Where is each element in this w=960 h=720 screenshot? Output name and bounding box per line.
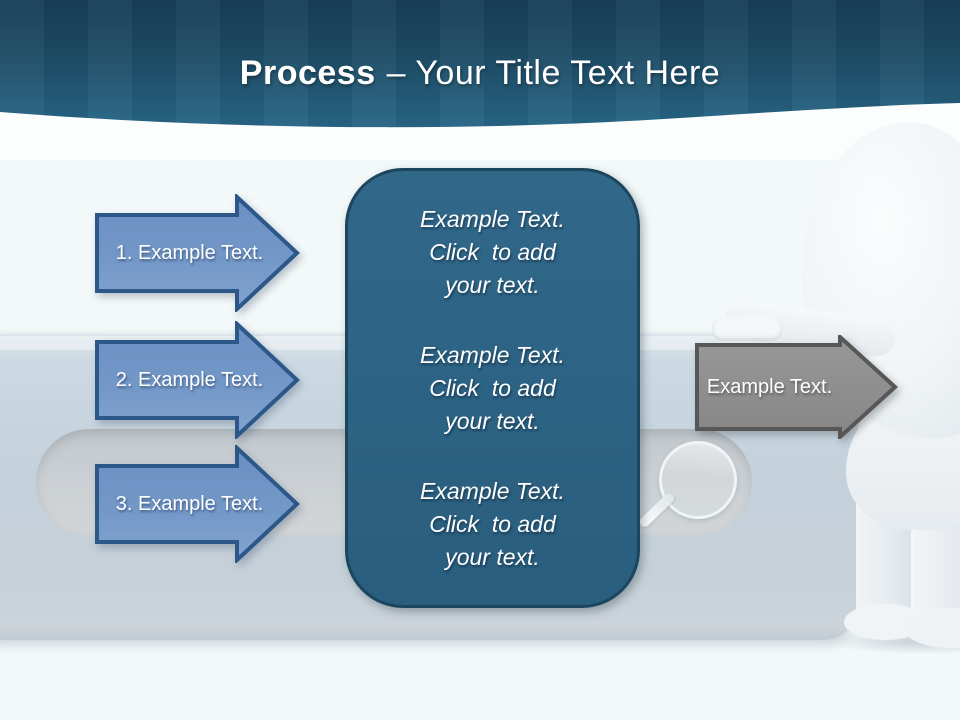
placeholder-text-2[interactable]: Example Text. Click to add your text. [420,341,565,434]
step-arrow-2[interactable]: 2. Example Text. [95,321,300,439]
arrow-right-icon [695,335,898,439]
slide-title[interactable]: Process – Your Title Text Here [0,54,960,93]
title-band: Process – Your Title Text Here [0,0,960,160]
arrow-right-icon [95,321,300,439]
output-arrow[interactable]: Example Text. [695,335,900,439]
arrow-right-icon [95,194,300,312]
placeholder-text-1[interactable]: Example Text. Click to add your text. [420,205,565,298]
magnifying-glass-icon [659,441,737,519]
header-wave [0,103,960,160]
content-panel[interactable]: Example Text. Click to add your text. Ex… [345,168,640,608]
step-arrow-3[interactable]: 3. Example Text. [95,445,300,563]
arrow-right-icon [95,445,300,563]
title-keyword: Process [239,54,376,92]
step-arrow-1[interactable]: 1. Example Text. [95,194,300,312]
title-subtitle: – Your Title Text Here [386,54,721,92]
person-hand [712,316,782,341]
placeholder-text-3[interactable]: Example Text. Click to add your text. [420,477,565,570]
